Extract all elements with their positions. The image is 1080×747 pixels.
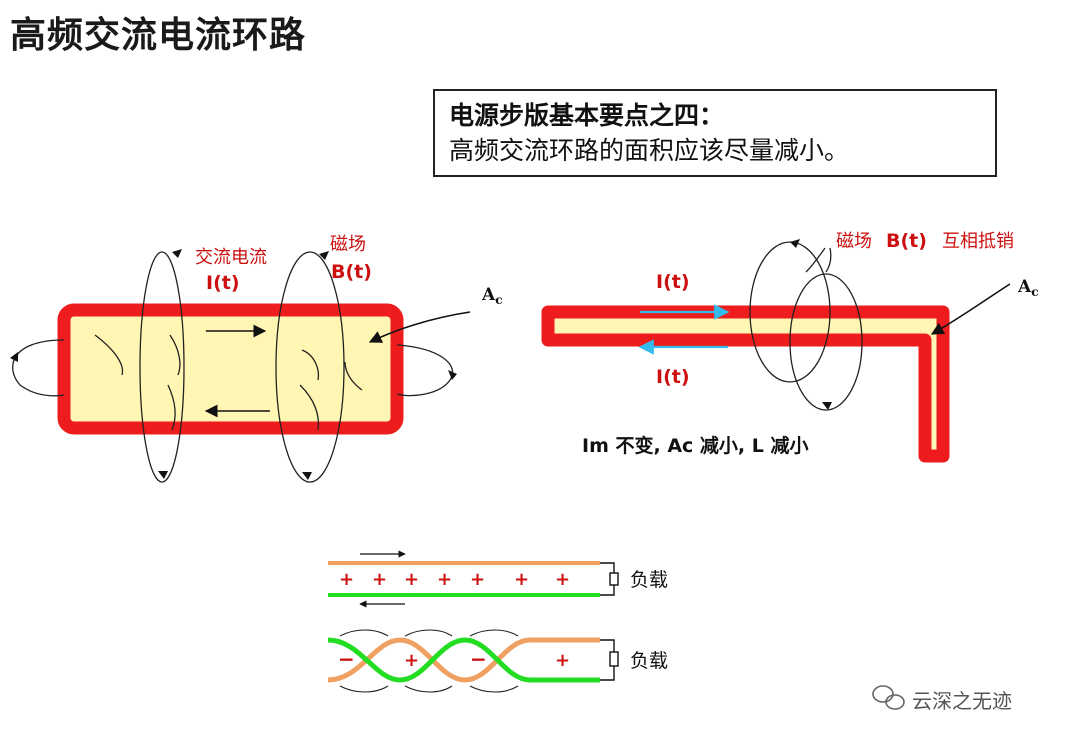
left-current-label: 交流电流 xyxy=(195,247,267,268)
key-point-box: 电源步版基本要点之四： 高频交流环路的面积应该尽量减小。 xyxy=(433,89,997,177)
watermark-text: 云深之无迹 xyxy=(912,689,1012,713)
twisted-load-leads xyxy=(600,639,615,681)
field-arrow-6 xyxy=(448,370,457,380)
svg-text:+: + xyxy=(404,650,419,671)
svg-text:+: + xyxy=(437,569,452,590)
right-field-note: 互相抵销 xyxy=(942,231,1014,252)
left-area-label: Ac xyxy=(481,285,503,307)
twisted-wire-green xyxy=(327,637,600,683)
narrow-loop-trace xyxy=(541,305,950,463)
parallel-load-label: 负载 xyxy=(630,569,668,591)
svg-text:+: + xyxy=(372,569,387,590)
right-current-bottom: I(t) xyxy=(656,366,690,388)
twisted-load-resistor xyxy=(609,651,619,667)
field-loop-right xyxy=(396,344,454,397)
field-arrow-3 xyxy=(158,471,168,479)
right-area-label: Ac xyxy=(1017,277,1039,299)
twisted-field-arcs xyxy=(339,629,519,693)
right-area-pointer xyxy=(930,283,1011,335)
svg-text:+: + xyxy=(514,569,529,590)
twisted-load-label: 负载 xyxy=(630,650,668,672)
page-title: 高频交流电流环路 xyxy=(10,14,307,56)
field-arrow-5 xyxy=(10,352,18,362)
right-summary: Im 不变, Ac 减小, L 减小 xyxy=(582,434,808,457)
twisted-charges: − + − + xyxy=(338,647,570,671)
left-field-symbol: B(t) xyxy=(331,261,372,283)
field-loop-b xyxy=(789,273,863,411)
right-field-label: 磁场 xyxy=(836,231,872,252)
svg-text:+: + xyxy=(339,569,354,590)
parallel-charges: + + + + + + + xyxy=(339,569,570,590)
svg-text:−: − xyxy=(470,647,487,671)
right-field-loops xyxy=(749,241,863,411)
svg-text:−: − xyxy=(338,647,355,671)
field-arrow-1 xyxy=(172,249,182,258)
left-field-label: 磁场 xyxy=(330,234,366,255)
svg-text:+: + xyxy=(555,650,570,671)
right-current-top: I(t) xyxy=(656,271,690,293)
field-loop-1 xyxy=(139,251,185,483)
left-current-symbol: I(t) xyxy=(206,272,240,294)
field-note-leader xyxy=(805,247,832,273)
svg-text:+: + xyxy=(470,569,485,590)
wechat-icon xyxy=(872,685,905,710)
left-area-pointer xyxy=(368,311,471,343)
field-arrow-4 xyxy=(302,472,312,480)
right-field-symbol: B(t) xyxy=(886,230,927,252)
left-field-loops xyxy=(12,251,454,483)
watermark: 云深之无迹 xyxy=(872,685,1012,713)
key-point-text: 高频交流环路的面积应该尽量减小。 xyxy=(449,136,850,165)
field-loop-left xyxy=(12,339,65,397)
parallel-load-resistor xyxy=(609,572,619,586)
field-loop-2 xyxy=(275,251,345,483)
field-arrow-2 xyxy=(319,251,329,260)
key-point-heading: 电源步版基本要点之四： xyxy=(449,101,725,130)
svg-text:+: + xyxy=(555,569,570,590)
wide-loop-trace xyxy=(57,303,404,435)
parallel-load-leads xyxy=(600,562,615,596)
svg-text:+: + xyxy=(404,569,419,590)
